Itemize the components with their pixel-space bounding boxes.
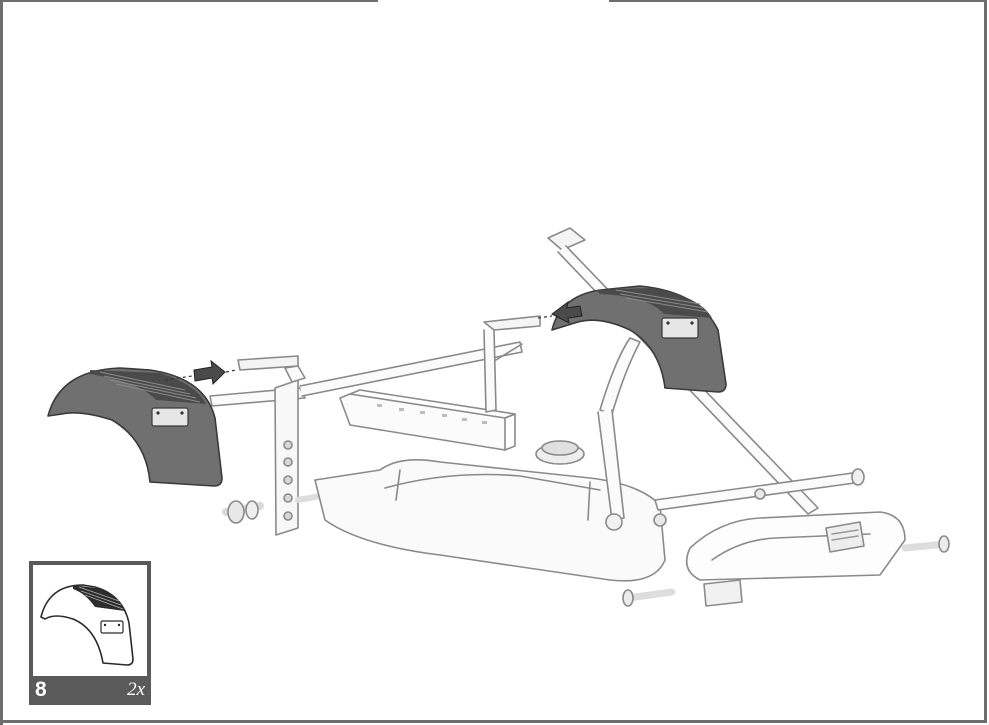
part-preview — [33, 565, 147, 676]
right-mudguard — [551, 285, 727, 393]
page-border-right — [984, 0, 987, 722]
page-border-left — [0, 0, 3, 725]
page-border-bottom — [0, 720, 987, 723]
part-quantity: 2x — [127, 679, 145, 700]
kart-frame — [209, 227, 950, 607]
part-number: 8 — [35, 678, 47, 701]
page-border-top-left — [0, 0, 378, 2]
arrow-left-icon — [551, 300, 583, 324]
page-border-top-right — [609, 0, 987, 2]
arrow-right-icon — [193, 359, 226, 386]
left-mudguard — [47, 367, 223, 487]
parts-box: 8 2x — [29, 561, 151, 705]
mudguard-icon — [40, 584, 134, 666]
